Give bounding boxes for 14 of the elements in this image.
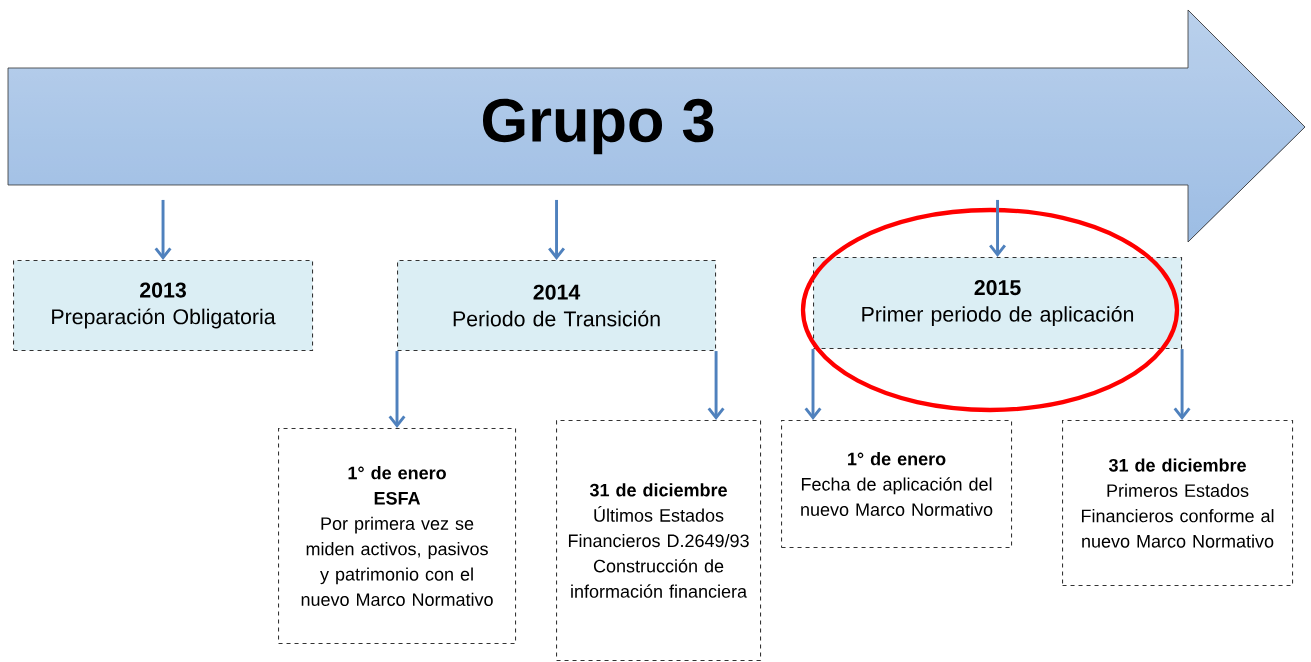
arrow [804, 349, 822, 420]
period-box: 2013 Preparación Obligatoria [13, 260, 314, 352]
arrow [388, 351, 406, 428]
arrow [707, 351, 725, 420]
milestone-box: 31 de diciembre Últimos Estados Financieros D.2649/93 Construcción de información financiera [556, 420, 762, 662]
arrow [1173, 349, 1191, 420]
milestone-box: 31 de diciembre Primeros Estados Financieros conforme al nuevo Marco Normativo [1062, 420, 1294, 587]
arrow [154, 199, 172, 260]
period-box: 2015 Primer periodo de aplicación [813, 257, 1183, 350]
period-box: 2014 Periodo de Transición [397, 260, 717, 352]
arrow [548, 199, 566, 260]
milestone-box: 1° de enero ESFA Por primera vez se miden activos, pasivos y patrimonio con el nuevo Marco Normativo [278, 428, 517, 645]
milestone-box: 1° de enero Fecha de aplicación del nuevo Marco Normativo [781, 420, 1013, 549]
arrow [989, 199, 1007, 257]
